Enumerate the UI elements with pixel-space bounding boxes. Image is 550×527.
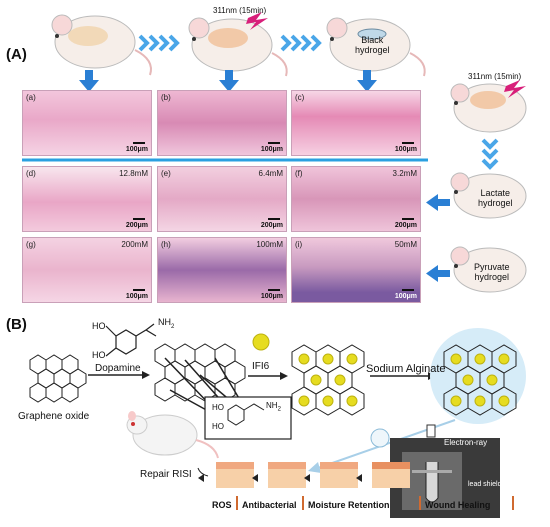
scale-label: 100μm [260,293,283,300]
white-mouse-icon [126,411,219,459]
concentration-label: 3.2mM [392,169,417,178]
histology-image-i: (i) 50mM 100μm [291,237,421,303]
caption-ros: ROS [212,500,232,510]
scale-label: 100μm [125,146,148,153]
dopamine-structure [105,323,157,357]
scale-label: 200μm [394,222,417,229]
down-arrow-icon [79,70,377,92]
arrow-head [142,371,150,379]
electron-beam-apparatus [390,424,500,518]
lead-shield-label: lead shield [468,481,502,488]
chevron-arrows-icon [138,34,180,52]
left-arrows [198,474,362,482]
black-hydrogel-label: Black hydrogel [355,35,390,55]
curved-arrow [197,467,209,477]
histology-image-d: (d) 12.8mM 200μm [22,166,152,232]
functionalized-lattice [154,343,246,402]
side-irradiation-label: 311nm (15min) [468,72,522,81]
sublabel: (g) [26,240,36,249]
caption-separators [236,496,514,510]
ifi6-nanoparticle-icon [252,333,270,351]
scale-label: 100μm [260,146,283,153]
sublabel: (c) [295,93,305,102]
scale-bar [402,218,414,220]
mouse-icon [450,246,527,293]
chevron-down-icon [481,138,499,170]
nh2-box-label: NH2 [266,401,281,413]
histology-image-b: (b) 100μm [157,90,287,156]
chevron-arrows-icon [280,34,322,52]
histology-image-g: (g) 200mM 100μm [22,237,152,303]
ho-label-top: HO [92,321,106,331]
histology-image-f: (f) 3.2mM 200μm [291,166,421,232]
concentration-label: 12.8mM [119,169,148,178]
sublabel: (d) [26,169,36,178]
sublabel: (a) [26,93,36,102]
sublabel: (i) [295,240,303,249]
scale-label: 100μm [125,293,148,300]
ho-box-bottom: HO [212,422,224,431]
skin-layer-icons [216,462,410,488]
scale-bar [402,142,414,144]
graphene-oxide-label: Graphene oxide [18,411,90,422]
lactate-hydrogel-label: Lactate hydrogel [478,188,513,208]
caption-antibacterial: Antibacterial [242,500,297,510]
caption-wound-healing: Wound Healing [425,500,491,510]
irradiation-label: 311nm (15min) [213,6,267,15]
repair-risi-label: Repair RISI [140,469,192,480]
scale-bar [268,218,280,220]
histology-image-a: (a) 100μm [22,90,152,156]
arrow-head [308,462,321,473]
histology-image-h: (h) 100mM 100μm [157,237,287,303]
scale-bar [402,289,414,291]
concentration-label: 100mM [256,240,283,249]
final-hydrogel-lattice [443,344,517,416]
scale-bar [133,289,145,291]
panel-b-label: (B) [6,316,27,333]
arrow-head [280,372,288,380]
electron-ray-label: Electron-ray [444,438,488,447]
dopamine-product-box [204,396,292,440]
ifi6-label: IFI6 [252,361,270,372]
scale-bar [268,142,280,144]
concentration-label: 50mM [394,240,417,249]
hydrogel-hex-lattice [291,344,365,416]
mouse-icon [326,17,426,77]
nh2-label: NH2 [158,317,175,330]
scale-bar [133,218,145,220]
scale-bar [133,142,145,144]
lightning-icon [246,12,268,30]
sodium-alginate-label: Sodium Alginate [366,363,446,375]
scale-label: 200μm [260,222,283,229]
mouse-icon [188,17,288,77]
concentration-label: 200mM [121,240,148,249]
sublabel: (h) [161,240,171,249]
scale-bar [268,289,280,291]
histology-image-e: (e) 6.4mM 200μm [157,166,287,232]
concentration-label: 6.4mM [258,169,283,178]
mouse-icon [450,172,527,219]
dopamine-label: Dopamine [95,363,141,374]
hydrogel-bead-icon [370,428,390,448]
glow-halo [430,328,526,424]
graphene-oxide-lattice [29,354,87,403]
mouse-icon [51,14,152,76]
mouse-icon [450,83,527,133]
sublabel: (b) [161,93,171,102]
scale-label: 200μm [125,222,148,229]
pyruvate-hydrogel-label: Pyruvate hydrogel [474,262,510,282]
ho-label-bottom: HO [92,350,106,360]
sublabel: (e) [161,169,171,178]
histology-image-c: (c) 100μm [291,90,421,156]
lightning-icon [504,80,526,98]
panel-a-label: (A) [6,46,27,63]
sublabel: (f) [295,169,303,178]
dopamine-ring-icon [227,403,265,426]
ho-box-top: HO [212,403,224,412]
scale-label: 100μm [394,293,417,300]
caption-moisture-retention: Moisture Retention [308,500,390,510]
left-arrow-icon [426,194,450,282]
scale-label: 100μm [394,146,417,153]
